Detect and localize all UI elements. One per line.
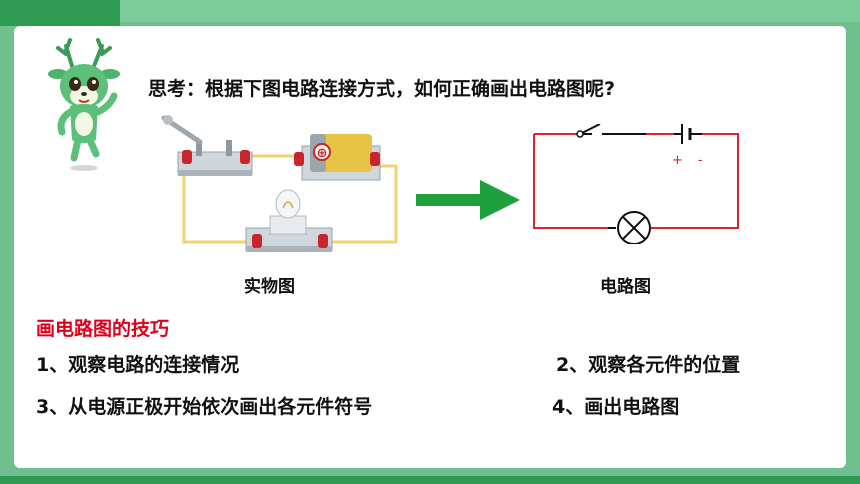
svg-text:⊕: ⊕ bbox=[317, 146, 328, 161]
svg-text:-: - bbox=[698, 153, 703, 168]
switch-symbol-icon bbox=[576, 130, 584, 138]
top-tab-accent bbox=[0, 0, 120, 26]
top-banner bbox=[0, 0, 860, 22]
circuit-diagram: + - bbox=[533, 124, 739, 244]
svg-text:+: + bbox=[672, 153, 683, 168]
slide-card bbox=[14, 26, 846, 468]
tips-title: 画电路图的技巧 bbox=[36, 318, 170, 340]
diagram-caption: 电路图 bbox=[600, 277, 651, 297]
tip-2: 2、观察各元件的位置 bbox=[556, 354, 741, 376]
deer-mascot-icon bbox=[48, 38, 120, 171]
physical-circuit-illustration: ⊕ bbox=[161, 115, 398, 252]
bottom-bar bbox=[0, 476, 860, 484]
tip-4: 4、画出电路图 bbox=[552, 396, 680, 418]
right-arrow-icon bbox=[416, 180, 520, 220]
terminal-icon bbox=[182, 150, 192, 164]
question-text: 思考：根据下图电路连接方式，如何正确画出电路图呢? bbox=[148, 78, 616, 100]
real-caption: 实物图 bbox=[244, 277, 295, 297]
tip-3: 3、从电源正极开始依次画出各元件符号 bbox=[36, 396, 373, 418]
tip-1: 1、观察电路的连接情况 bbox=[36, 354, 240, 376]
